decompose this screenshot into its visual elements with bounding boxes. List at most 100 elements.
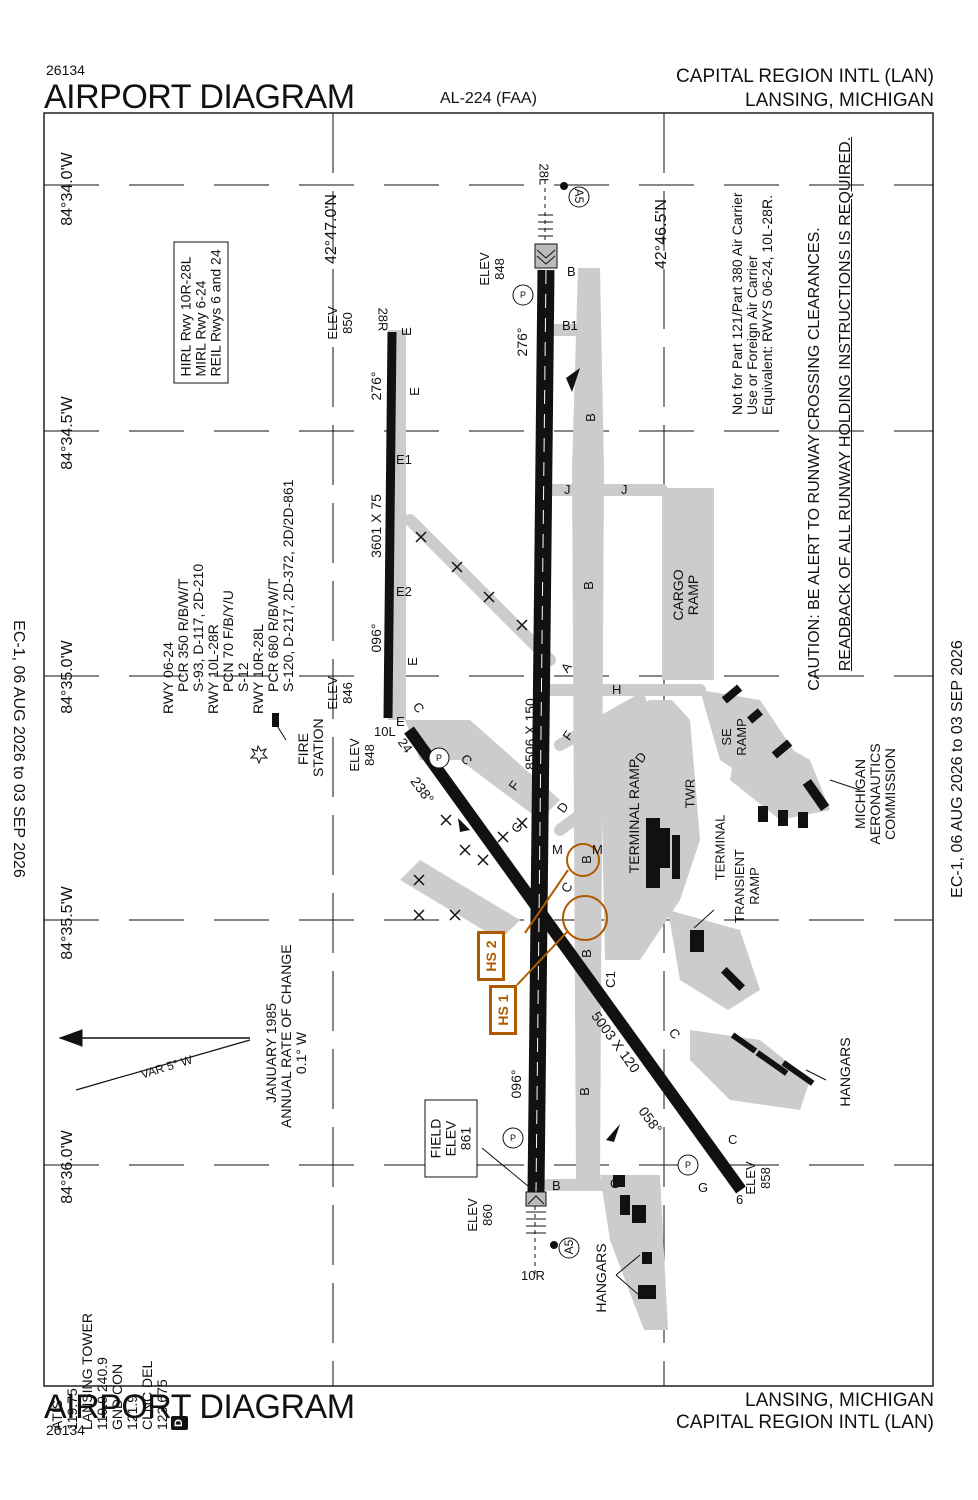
runway-end-28r: 28R [375,307,391,332]
taxiway-b-label-2: B [582,413,598,422]
taxiway-g-label-2: G [698,1180,709,1195]
leader-lines [275,723,861,1297]
airport-name-top: CAPITAL REGION INTL (LAN) [676,66,934,87]
approach-lights-10r [526,1206,546,1275]
airport-name-bottom: CAPITAL REGION INTL (LAN) [676,1412,934,1433]
windcone-west [458,818,470,832]
lighting-notes: HIRL Rwy 10R-28L MIRL Rwy 6-24 REIL Rwys… [173,241,229,384]
approach-light-label-28l: A5 [572,188,586,204]
taxiway-e1-label: E1 [396,452,412,467]
south-hangar-pavement [600,1175,668,1330]
hot-spot-hs1: HS 1 [489,985,517,1035]
svg-text:P: P [520,290,526,300]
chart-title-top: AIRPORT DIAGRAM [44,78,355,116]
taxiway-c-label-6: C [728,1132,738,1147]
airport-location-bottom: LANSING, MICHIGAN [745,1390,934,1411]
annual-change-note: JANUARY 1985 ANNUAL RATE OF CHANGE 0.1° … [263,944,309,1128]
hot-spot-markers [516,843,608,986]
tower-label: TWR [682,778,698,809]
runway-28r-heading: 276° [368,371,384,401]
taxiway-b-label-7: B [552,1178,561,1193]
lon-label-3: 84°35.0'W [59,640,76,714]
approach-lights-28l [538,180,553,243]
taxiway-b-label: B [567,264,576,279]
chart-number-top: 26134 [46,62,85,78]
hangars-label-south: HANGARS [593,1243,609,1313]
hot-spot-hs2: HS 2 [477,931,505,981]
hangars-label-east: HANGARS [837,1037,853,1107]
cargo-ramp-pavement [662,488,714,680]
connectors [404,324,706,1191]
mac-ramp-pavement [730,720,830,820]
hangar-ramp-pavement [690,1030,810,1110]
runway-end-10r: 10R [521,1268,545,1283]
svg-text:P: P [510,1133,516,1143]
taxiway-m-label: M [552,842,563,857]
taxiway-j-label-2: J [621,482,628,497]
lon-label-5: 84°36.0'W [59,1130,76,1204]
terminal-label: TERMINAL [712,814,728,881]
closed-markings [413,531,528,921]
runway-strength-notes: RWY 06-24 PCR 350 R/B/W/T S-93, D-117, 2… [160,479,296,714]
lat-label-2: 42°46.5'N [653,199,670,269]
approach-light-label-10r: A5 [562,1239,576,1255]
runway-10l-heading: 096° [368,623,384,653]
taxiway-e-label-4: E [396,714,405,729]
taxiway-m-label-2: M [592,842,603,857]
taxiway-e-label-2: E [406,387,422,396]
lat-label-1: 42°47.0'N [323,194,340,264]
runway-10l-28r-dims: 3601 X 75 [368,494,384,558]
taxiway-j-label: J [564,482,571,497]
chart-number-bottom: 26134 [46,1422,85,1438]
runway-end-28l: 28L [536,163,552,186]
frequency-list: ATIS 119.75 LANSING TOWER 119.9 240.9 GN… [49,1280,188,1430]
threshold-28l [534,243,558,269]
chart-frame [43,112,934,1387]
taxiway-e-label: E [398,327,414,336]
taxiway-h-label: H [612,682,622,697]
runway-10l-28r [383,331,397,719]
taxiway-b1-label: B1 [562,318,578,333]
taxiway-b-label-3: B [580,581,596,590]
procedure-id: AL-224 (FAA) [440,90,537,107]
taxiway-c1-label: C1 [602,971,618,988]
runway-end-6: 6 [736,1192,744,1207]
field-elevation-box: FIELD ELEV 861 [424,1099,478,1178]
lon-label-4: 84°35.5'W [59,886,76,960]
lon-label-2: 84°34.5'W [59,396,76,470]
part121-note: Not for Part 121/Part 380 Air Carrier Us… [729,192,775,415]
runway-10r-heading: 096° [508,1069,524,1099]
magnetic-variation-arrow [58,1029,251,1091]
taxiway-b-label-5: B [578,949,594,958]
dvd-badge: D [171,1416,188,1430]
west-taxiway-pavement [400,860,520,940]
caution-note-1: CAUTION: BE ALERT TO RUNWAY CROSSING CLE… [806,227,823,691]
buildings [272,684,830,1299]
lon-label-1: 84°34.0'W [59,152,76,226]
svg-text:P: P [685,1160,691,1170]
taxiway-b-label-6: B [576,1087,592,1096]
windcone-north [566,368,580,392]
taxiway-e-label-3: E [404,657,420,666]
svg-text:P: P [436,753,442,763]
fire-station-icon [249,744,269,765]
taxiway-e2-label: E2 [396,584,412,599]
taxiway-g-label: G [610,1176,621,1191]
threshold-10r [525,1191,547,1207]
taxiway-b-label-4: B [578,855,594,864]
terminal-ramp-label: TERMINAL RAMP [626,758,642,874]
transient-ramp-pavement [668,910,760,1010]
runway-06-24 [404,726,746,1194]
runway-end-10l: 10L [374,724,396,739]
